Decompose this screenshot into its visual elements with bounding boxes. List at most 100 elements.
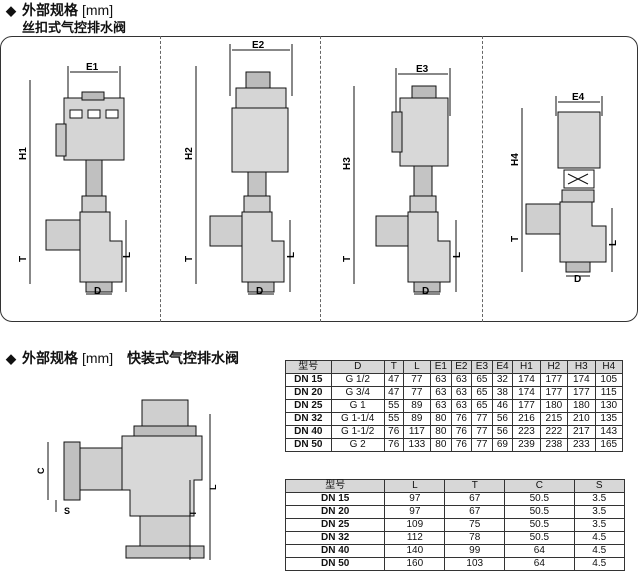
dim-label-l3: L [452, 252, 463, 258]
value-cell: 103 [444, 557, 506, 571]
value-cell: 174 [567, 373, 596, 387]
dim-label-l2: L [286, 252, 297, 258]
value-cell: 89 [402, 399, 432, 413]
diamond-bullet-icon: ◆ [6, 3, 16, 18]
value-cell: 80 [430, 438, 452, 452]
value-cell: 56 [491, 425, 514, 439]
dim-label-d2: D [256, 286, 263, 297]
value-cell: 222 [539, 425, 569, 439]
value-cell: 65 [471, 373, 493, 387]
section2-title: ◆外部规格[mm] 快装式气控排水阀 [6, 350, 239, 366]
value-cell: 215 [539, 412, 569, 426]
quick-install-valve-drawing: C S T L [36, 399, 218, 560]
value-cell: 76 [450, 412, 473, 426]
value-cell: 135 [594, 412, 624, 426]
value-cell: 77 [402, 386, 432, 400]
value-cell: 65 [471, 399, 493, 413]
value-cell: 77 [471, 438, 493, 452]
value-cell: 174 [512, 386, 541, 400]
value-cell: 143 [594, 425, 624, 439]
model-cell: DN 40 [284, 544, 386, 558]
value-cell: 115 [594, 386, 624, 400]
value-cell: 223 [512, 425, 541, 439]
model-cell: DN 25 [284, 518, 386, 532]
value-cell: 177 [567, 386, 596, 400]
value-cell: 177 [512, 399, 541, 413]
value-cell: 76 [383, 438, 404, 452]
model-cell: DN 50 [285, 438, 332, 452]
value-cell: 177 [539, 373, 569, 387]
value-cell: 97 [384, 492, 446, 506]
model-cell: DN 25 [285, 399, 332, 413]
value-cell: 233 [567, 438, 596, 452]
dim-label-l1: L [122, 252, 133, 258]
valve-drawing-2: E2 H2 T L D [184, 40, 297, 297]
model-cell: DN 15 [284, 492, 386, 506]
value-cell: G 1-1/4 [330, 412, 385, 426]
dim-label-e3: E3 [416, 64, 429, 75]
model-cell: DN 32 [284, 531, 386, 545]
value-cell: G 2 [330, 438, 385, 452]
value-cell: 67 [444, 505, 506, 519]
value-cell: 217 [567, 425, 596, 439]
table-header-row: 型号 D T L E1 E2 E3 E4 H1 H2 H3 H4 [285, 360, 624, 374]
value-cell: 4.5 [573, 544, 625, 558]
dim-label-h3: H3 [342, 157, 353, 170]
model-cell: DN 50 [284, 557, 386, 571]
value-cell: 55 [383, 412, 404, 426]
value-cell: 216 [512, 412, 541, 426]
value-cell: 140 [384, 544, 446, 558]
dim-label-l: L [208, 484, 218, 490]
value-cell: 210 [567, 412, 596, 426]
dim-label-e1: E1 [86, 62, 99, 73]
value-cell: 77 [402, 373, 432, 387]
diamond-bullet-icon: ◆ [6, 351, 16, 366]
model-cell: DN 20 [285, 386, 332, 400]
value-cell: 32 [491, 373, 514, 387]
value-cell: 238 [539, 438, 569, 452]
drawings-frame [0, 36, 638, 322]
value-cell: G 1 [330, 399, 385, 413]
value-cell: 109 [384, 518, 446, 532]
value-cell: 99 [444, 544, 506, 558]
divider-2 [320, 36, 321, 322]
value-cell: 46 [491, 399, 514, 413]
value-cell: 63 [430, 399, 452, 413]
dim-label-t3: T [342, 256, 353, 262]
valve-drawing-3: E3 H3 T L D [342, 64, 463, 297]
value-cell: 3.5 [573, 492, 625, 506]
value-cell: 105 [594, 373, 624, 387]
model-cell: DN 40 [285, 425, 332, 439]
value-cell: 177 [539, 386, 569, 400]
value-cell: 63 [450, 373, 473, 387]
value-cell: 63 [450, 386, 473, 400]
model-cell: DN 15 [285, 373, 332, 387]
value-cell: 174 [512, 373, 541, 387]
value-cell: 38 [491, 386, 514, 400]
value-cell: 89 [402, 412, 432, 426]
dim-label-h4: H4 [510, 153, 521, 166]
dim-label-t: T [188, 510, 198, 516]
value-cell: 97 [384, 505, 446, 519]
dim-label-s: S [64, 506, 70, 516]
dim-label-d4: D [574, 274, 581, 285]
value-cell: 4.5 [573, 531, 625, 545]
dim-label-e4: E4 [572, 92, 585, 103]
value-cell: 63 [450, 399, 473, 413]
value-cell: 3.5 [573, 518, 625, 532]
dim-label-c: C [36, 467, 46, 474]
value-cell: G 1/2 [330, 373, 385, 387]
dim-label-t1: T [18, 256, 29, 262]
value-cell: 69 [491, 438, 514, 452]
value-cell: 50.5 [504, 492, 575, 506]
dim-label-e2: E2 [252, 40, 265, 51]
